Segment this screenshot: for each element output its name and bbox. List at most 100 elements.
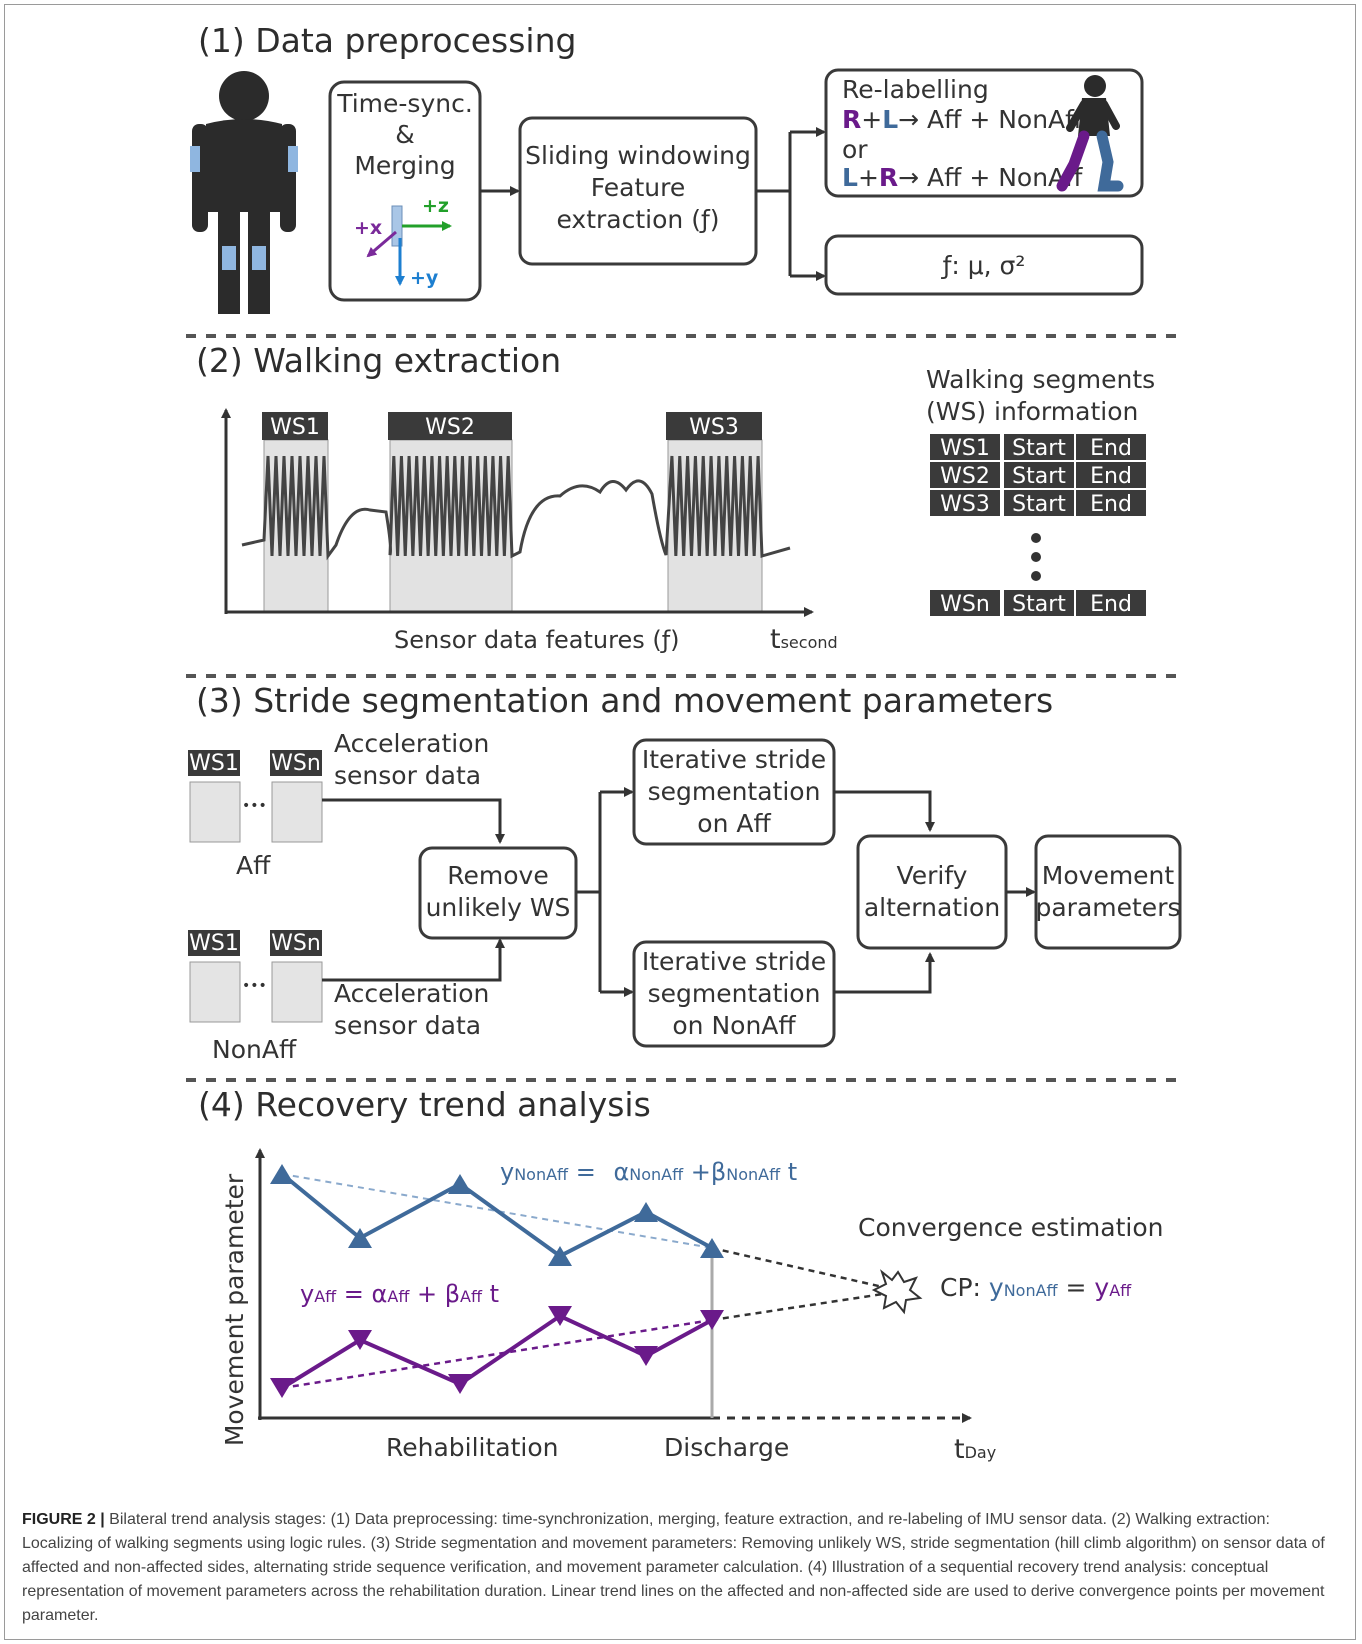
eq-nonaff-t: t xyxy=(780,1158,797,1186)
aff-wsn-label: WSn xyxy=(271,751,321,776)
arrow-iter-nonaff-to-verify xyxy=(834,952,935,994)
nonaff-point-3 xyxy=(448,1174,472,1194)
iter-aff-line3: on Aff xyxy=(697,809,771,838)
figure-frame xyxy=(4,4,1356,1640)
features-box xyxy=(824,234,1144,296)
verify-box xyxy=(856,834,1008,950)
time-sync-line2: & xyxy=(395,120,415,149)
eq-nonaff: yNonAff = αNonAff +βNonAff t xyxy=(500,1158,797,1186)
ws-table-cell-bg xyxy=(1004,434,1074,460)
cp-y-nonaff-sub: NonAff xyxy=(1004,1281,1059,1300)
relabel-l2: L xyxy=(842,163,858,192)
cp-y-aff: y xyxy=(1094,1273,1109,1302)
nonaff-dots: ••• xyxy=(242,978,267,994)
section4-title: (4) Recovery trend analysis xyxy=(198,1085,651,1124)
nonaff-point-4 xyxy=(548,1246,572,1266)
iter-nonaff-line3: on NonAff xyxy=(672,1011,796,1040)
ws-table-cell-bg xyxy=(930,462,1000,488)
x-label-rehabilitation: Rehabilitation xyxy=(386,1433,559,1462)
eq-aff-y-sub: Aff xyxy=(314,1287,337,1306)
eq-nonaff-plus: + xyxy=(683,1158,711,1186)
cp-label: CP: yNonAff = yAff xyxy=(940,1273,1132,1302)
aff-label: Aff xyxy=(236,851,271,880)
ws2-tag-label: WS2 xyxy=(425,415,475,440)
aff-projection xyxy=(711,1290,897,1322)
ws-table-cell-bg xyxy=(1076,590,1146,616)
eq-nonaff-y-sub: NonAff xyxy=(514,1165,569,1184)
iter-aff-line1: Iterative stride xyxy=(642,745,826,774)
walking-person-icon xyxy=(1056,75,1124,192)
ws-table-cell-bg xyxy=(1076,490,1146,516)
nonaff-trend-line xyxy=(281,1173,713,1249)
ws-info-title1: Walking segments xyxy=(926,365,1155,394)
eq-aff-eq: = xyxy=(336,1280,371,1308)
ws-table-cell: End xyxy=(1090,492,1132,517)
nonaff-label: NonAff xyxy=(212,1035,297,1064)
nonaff-point-5 xyxy=(634,1202,658,1222)
figure-caption: FIGURE 2 | Bilateral trend analysis stag… xyxy=(22,1508,1340,1628)
convergence-label: Convergence estimation xyxy=(858,1213,1164,1242)
movement-params-box xyxy=(1034,834,1182,950)
ws-table-cell: Start xyxy=(1012,592,1066,617)
ws-table-cell-bg xyxy=(1004,590,1074,616)
nonaff-ws-group xyxy=(188,930,323,1023)
ws-table-cell: WS1 xyxy=(940,436,990,461)
imu-axes-icon xyxy=(366,205,452,286)
aff-acc-line1: Acceleration xyxy=(334,729,489,758)
remove-ws-line2: unlikely WS xyxy=(426,893,571,922)
ws2-tag xyxy=(388,412,512,440)
movement-params-line2: parameters xyxy=(1035,893,1180,922)
arrow-aff-to-remove xyxy=(322,798,505,844)
remove-ws-line1: Remove xyxy=(447,861,548,890)
aff-point-6 xyxy=(700,1310,724,1330)
ws-table-cell: Start xyxy=(1012,436,1066,461)
time-sync-line3: Merging xyxy=(354,151,455,180)
relabel-plus1: + xyxy=(861,105,882,134)
relabel-line1: R+L→ Aff + NonAff xyxy=(842,105,1083,134)
ws-plot-xlabel: Sensor data features (ƒ) xyxy=(394,626,680,654)
eq-aff-alpha-sub: Aff xyxy=(387,1287,410,1306)
ws-table-ellipsis xyxy=(1031,533,1041,581)
cp-prefix: CP: xyxy=(940,1273,989,1302)
eq-aff-y: y xyxy=(300,1280,314,1308)
person-icon xyxy=(190,71,298,314)
iter-nonaff-box xyxy=(632,940,836,1048)
aff-series-line xyxy=(280,1313,713,1390)
figure-diagram: (1) Data preprocessing Time-sync. & Merg… xyxy=(186,21,1182,1465)
nonaff-acc-line1: Acceleration xyxy=(334,979,489,1008)
eq-nonaff-alpha-sub: NonAff xyxy=(629,1165,684,1184)
sliding-window-line1: Sliding windowing xyxy=(525,141,751,170)
branch-line xyxy=(756,132,792,193)
cp-y-nonaff: y xyxy=(989,1273,1004,1302)
nonaff-point-1 xyxy=(270,1164,294,1184)
nonaff-series-line xyxy=(280,1172,713,1259)
eq-aff-beta: β xyxy=(445,1280,460,1308)
ws3-tag xyxy=(666,412,762,440)
section3-title: (3) Stride segmentation and movement par… xyxy=(196,681,1053,720)
aff-point-1 xyxy=(270,1378,294,1398)
ws-table-cell: WS3 xyxy=(940,492,990,517)
aff-ws1-label: WS1 xyxy=(189,751,239,776)
relabel-r: R xyxy=(842,105,861,134)
aff-point-2 xyxy=(348,1330,372,1350)
axis-z-label: +z xyxy=(422,195,449,217)
cp-y-aff-sub: Aff xyxy=(1109,1281,1132,1300)
relabel-plus2: + xyxy=(858,163,879,192)
features-text: ƒ: μ, σ² xyxy=(941,251,1026,280)
nonaff-projection xyxy=(711,1246,897,1292)
relabel-title: Re-labelling xyxy=(842,75,989,104)
ws-table-cell: WSn xyxy=(940,592,990,617)
ws-table-cell: End xyxy=(1090,464,1132,489)
nonaff-point-6 xyxy=(700,1238,724,1258)
sensor-signal-line xyxy=(241,455,791,561)
eq-nonaff-alpha: α xyxy=(613,1158,629,1186)
axis-x-label: +x xyxy=(354,217,382,239)
trend-t: t xyxy=(954,1434,965,1465)
eq-nonaff-y: y xyxy=(500,1158,514,1186)
ws-table-cell: End xyxy=(1090,436,1132,461)
ws-plot-tlabel: tsecond xyxy=(770,624,838,655)
branch-up xyxy=(576,792,602,894)
iter-nonaff-line2: segmentation xyxy=(648,979,821,1008)
aff-point-3 xyxy=(448,1374,472,1394)
